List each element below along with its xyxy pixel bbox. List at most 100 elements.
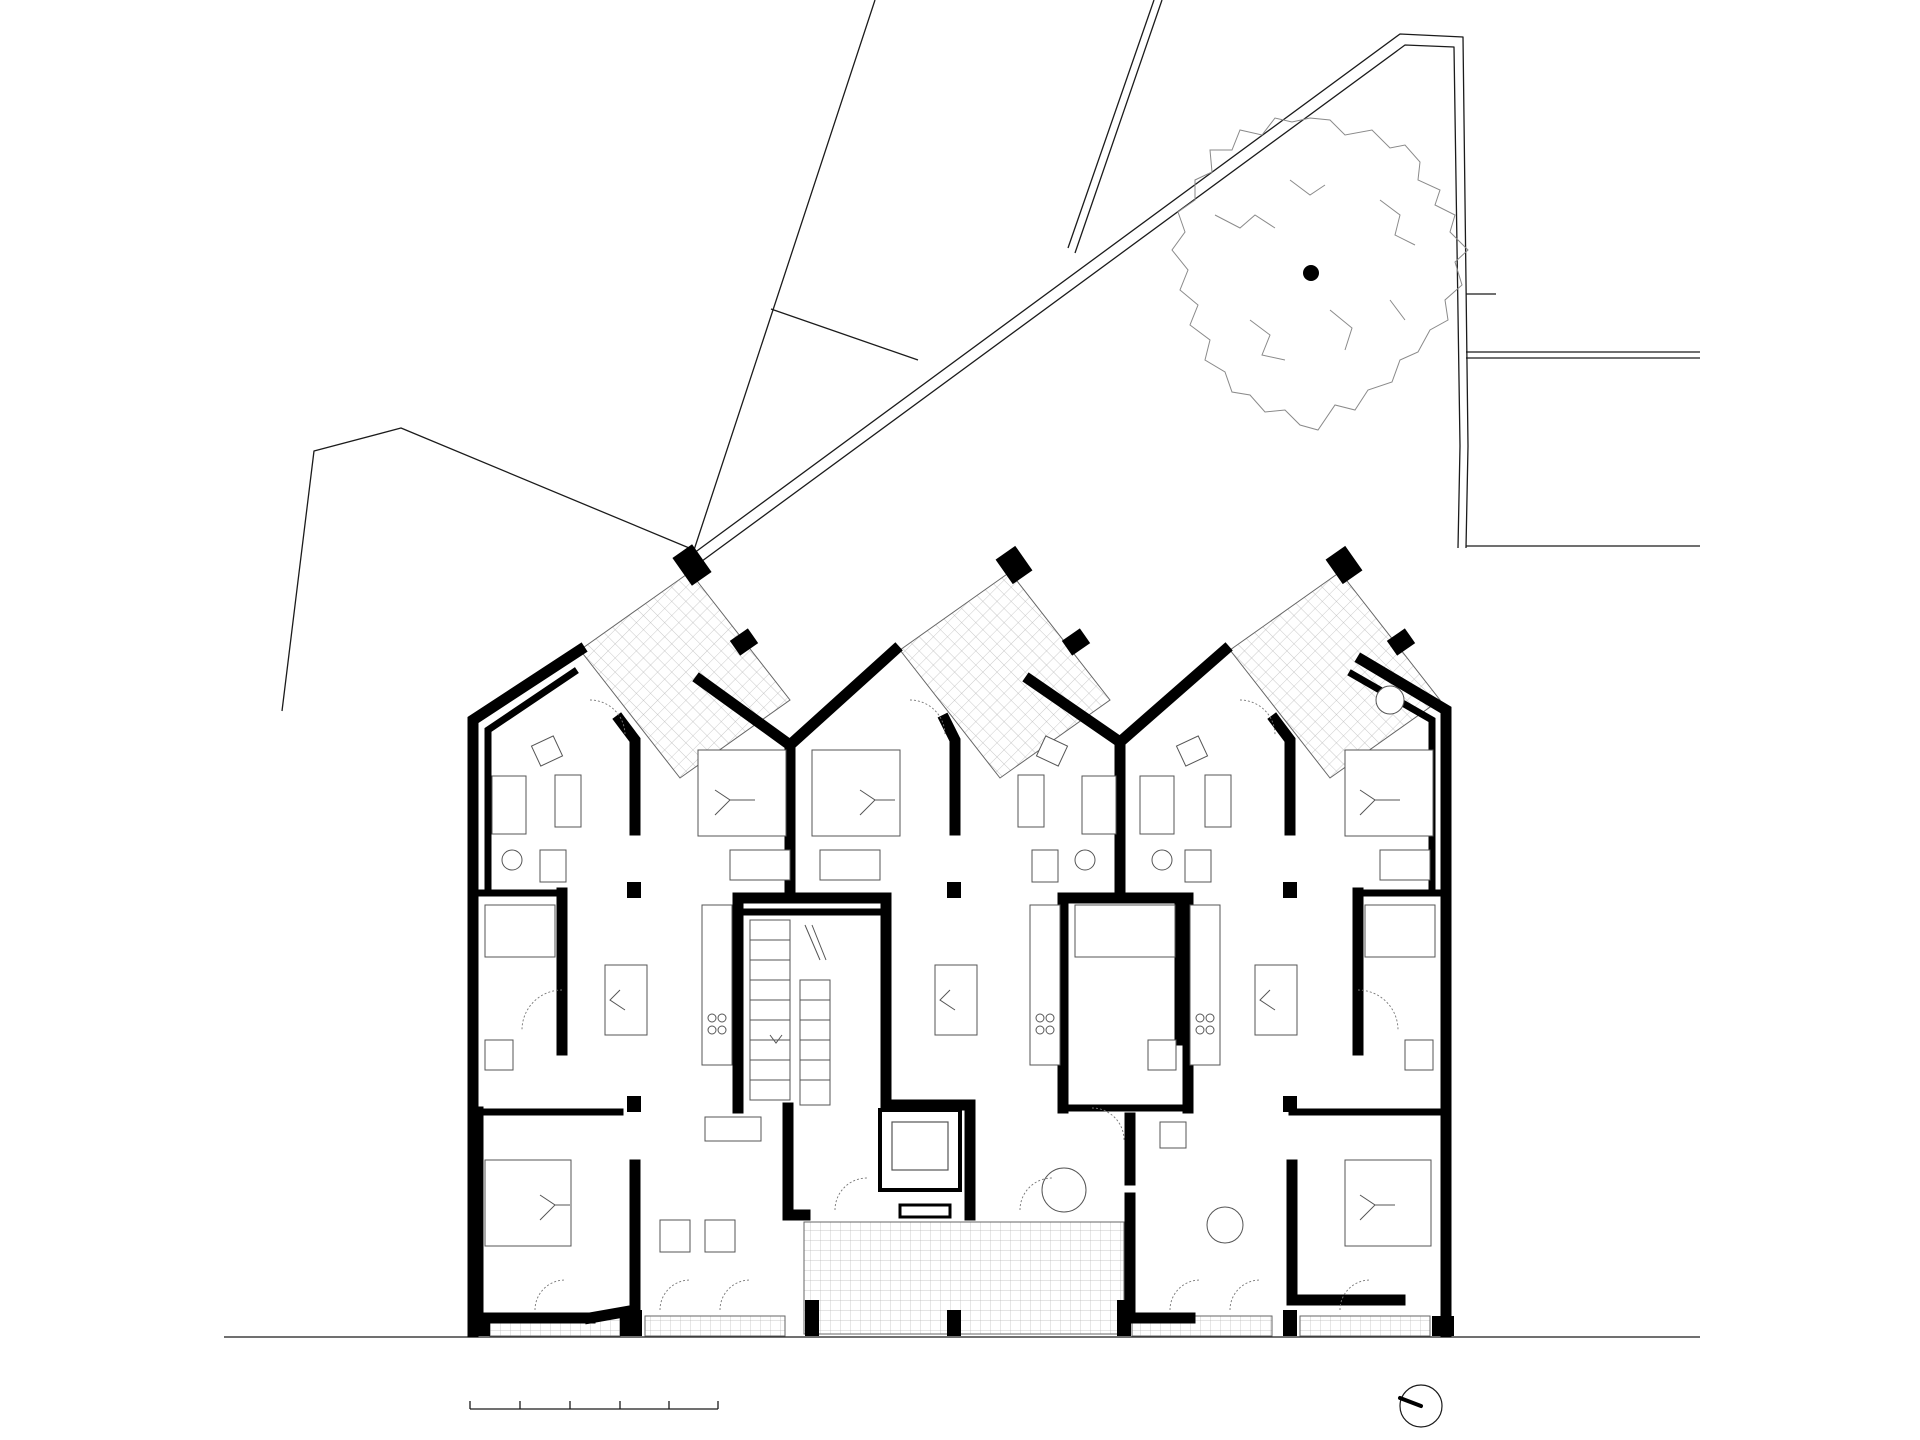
- gable-3-drop: [1267, 712, 1296, 836]
- lift-shaft: [878, 1108, 962, 1192]
- gable-3-right: [1354, 652, 1452, 1338]
- staircase: [749, 919, 831, 1106]
- plant-1: [1159, 1121, 1187, 1149]
- shelf-1: [704, 1116, 762, 1142]
- dining-table-2: [934, 964, 978, 1036]
- stair-core-lower: [880, 1099, 976, 1221]
- dining-table-3: [1254, 964, 1298, 1036]
- column-5: [1283, 1096, 1297, 1112]
- washbasin-2: [1147, 1039, 1177, 1071]
- site-context: [224, 0, 1700, 1338]
- interior-walls: [468, 882, 1454, 1336]
- lamp-2: [1074, 849, 1096, 871]
- bed-5: [1344, 1159, 1432, 1247]
- plot-line-middle: [770, 308, 919, 361]
- shower-1: [484, 904, 556, 958]
- armchair-5: [704, 1219, 736, 1253]
- gable-2-drop: [937, 712, 961, 836]
- stair-core: [732, 892, 892, 1114]
- wardrobe-1: [729, 849, 791, 881]
- plot-line-upper: [1074, 0, 1163, 254]
- armchair-1: [530, 735, 564, 767]
- table-2: [1017, 774, 1045, 828]
- table-1: [554, 774, 582, 828]
- armchair-4: [659, 1219, 691, 1253]
- kitchen-1: [701, 904, 733, 1066]
- lamp-1: [501, 849, 523, 871]
- plot-line-upper-inner: [1067, 0, 1155, 249]
- column-10: [620, 1310, 642, 1336]
- kitchen-3: [1189, 904, 1221, 1066]
- sofa-3: [1139, 775, 1175, 835]
- front-terrace-mid: [644, 1315, 786, 1337]
- scale-bar: [469, 1401, 719, 1410]
- gable-2-left: [782, 642, 903, 753]
- balcony-1: [579, 571, 791, 779]
- front-terrace-right-b: [1299, 1315, 1431, 1337]
- bed-3: [1344, 749, 1434, 837]
- neighbour-plot-right: [1466, 293, 1700, 547]
- shower-2: [1074, 904, 1176, 958]
- gable-left-inner: [484, 667, 579, 894]
- door-swings: [521, 699, 1399, 1311]
- bed-2: [811, 749, 901, 837]
- column-2: [627, 1096, 641, 1112]
- desk-1: [539, 849, 567, 883]
- bedroom-right-west: [1286, 1159, 1406, 1306]
- column-11: [468, 1316, 490, 1336]
- corner-block-5: [1061, 628, 1091, 656]
- armchair-3: [1175, 735, 1209, 767]
- lift-door: [898, 1203, 952, 1219]
- column-1: [627, 882, 641, 898]
- armchair-round-3: [1375, 685, 1405, 715]
- hall-right-wall: [1124, 1192, 1196, 1324]
- unit-3-bath-wall: [1064, 892, 1186, 1046]
- column-9: [1283, 1310, 1297, 1336]
- wardrobe-2: [819, 849, 881, 881]
- hall-left-wall: [782, 1192, 811, 1221]
- dining-table-1: [604, 964, 648, 1036]
- sofa-1: [491, 775, 527, 835]
- corner-block-6: [1386, 628, 1416, 656]
- neighbour-plot-left: [281, 0, 876, 712]
- entrance-terrace: [803, 1221, 1125, 1335]
- tree-icon: [1171, 117, 1469, 431]
- corner-block-1: [672, 544, 712, 586]
- bedroom-left-east: [583, 1159, 641, 1325]
- desk-2: [1031, 849, 1059, 883]
- bed-1: [697, 749, 787, 837]
- bed-4: [484, 1159, 572, 1247]
- gable-1-drop: [612, 712, 641, 836]
- corner-block-3: [1325, 545, 1363, 585]
- kitchen-2: [1029, 904, 1061, 1066]
- wardrobe-3: [1379, 849, 1431, 881]
- lift-car: [891, 1121, 949, 1171]
- plot-boundary-diagonal: [689, 33, 1469, 557]
- table-3: [1204, 774, 1232, 828]
- north-arrow-icon: [1398, 1384, 1443, 1428]
- round-table-1: [1206, 1206, 1244, 1244]
- washbasin-3: [1404, 1039, 1434, 1071]
- shower-3: [1364, 904, 1436, 958]
- gable-3-left: [1112, 642, 1233, 750]
- washbasin-1: [484, 1039, 514, 1071]
- furniture: [484, 685, 1436, 1253]
- column-12: [1432, 1316, 1454, 1336]
- armchair-2: [1035, 735, 1069, 767]
- column-6: [805, 1300, 819, 1336]
- tree-trunk: [1303, 265, 1319, 281]
- column-7: [947, 1310, 961, 1336]
- round-table-entrance: [1041, 1167, 1087, 1213]
- sofa-2: [1081, 775, 1117, 835]
- lamp-3: [1151, 849, 1173, 871]
- column-4: [1283, 882, 1297, 898]
- plot-boundary-diagonal-inner: [697, 44, 1461, 565]
- corner-block-2: [995, 545, 1033, 585]
- balcony-2: [899, 571, 1111, 779]
- balcony-tiles: [489, 571, 1441, 1337]
- corner-block-4: [729, 628, 759, 656]
- balcony-3: [1229, 571, 1441, 779]
- desk-3: [1184, 849, 1212, 883]
- column-3: [947, 882, 961, 898]
